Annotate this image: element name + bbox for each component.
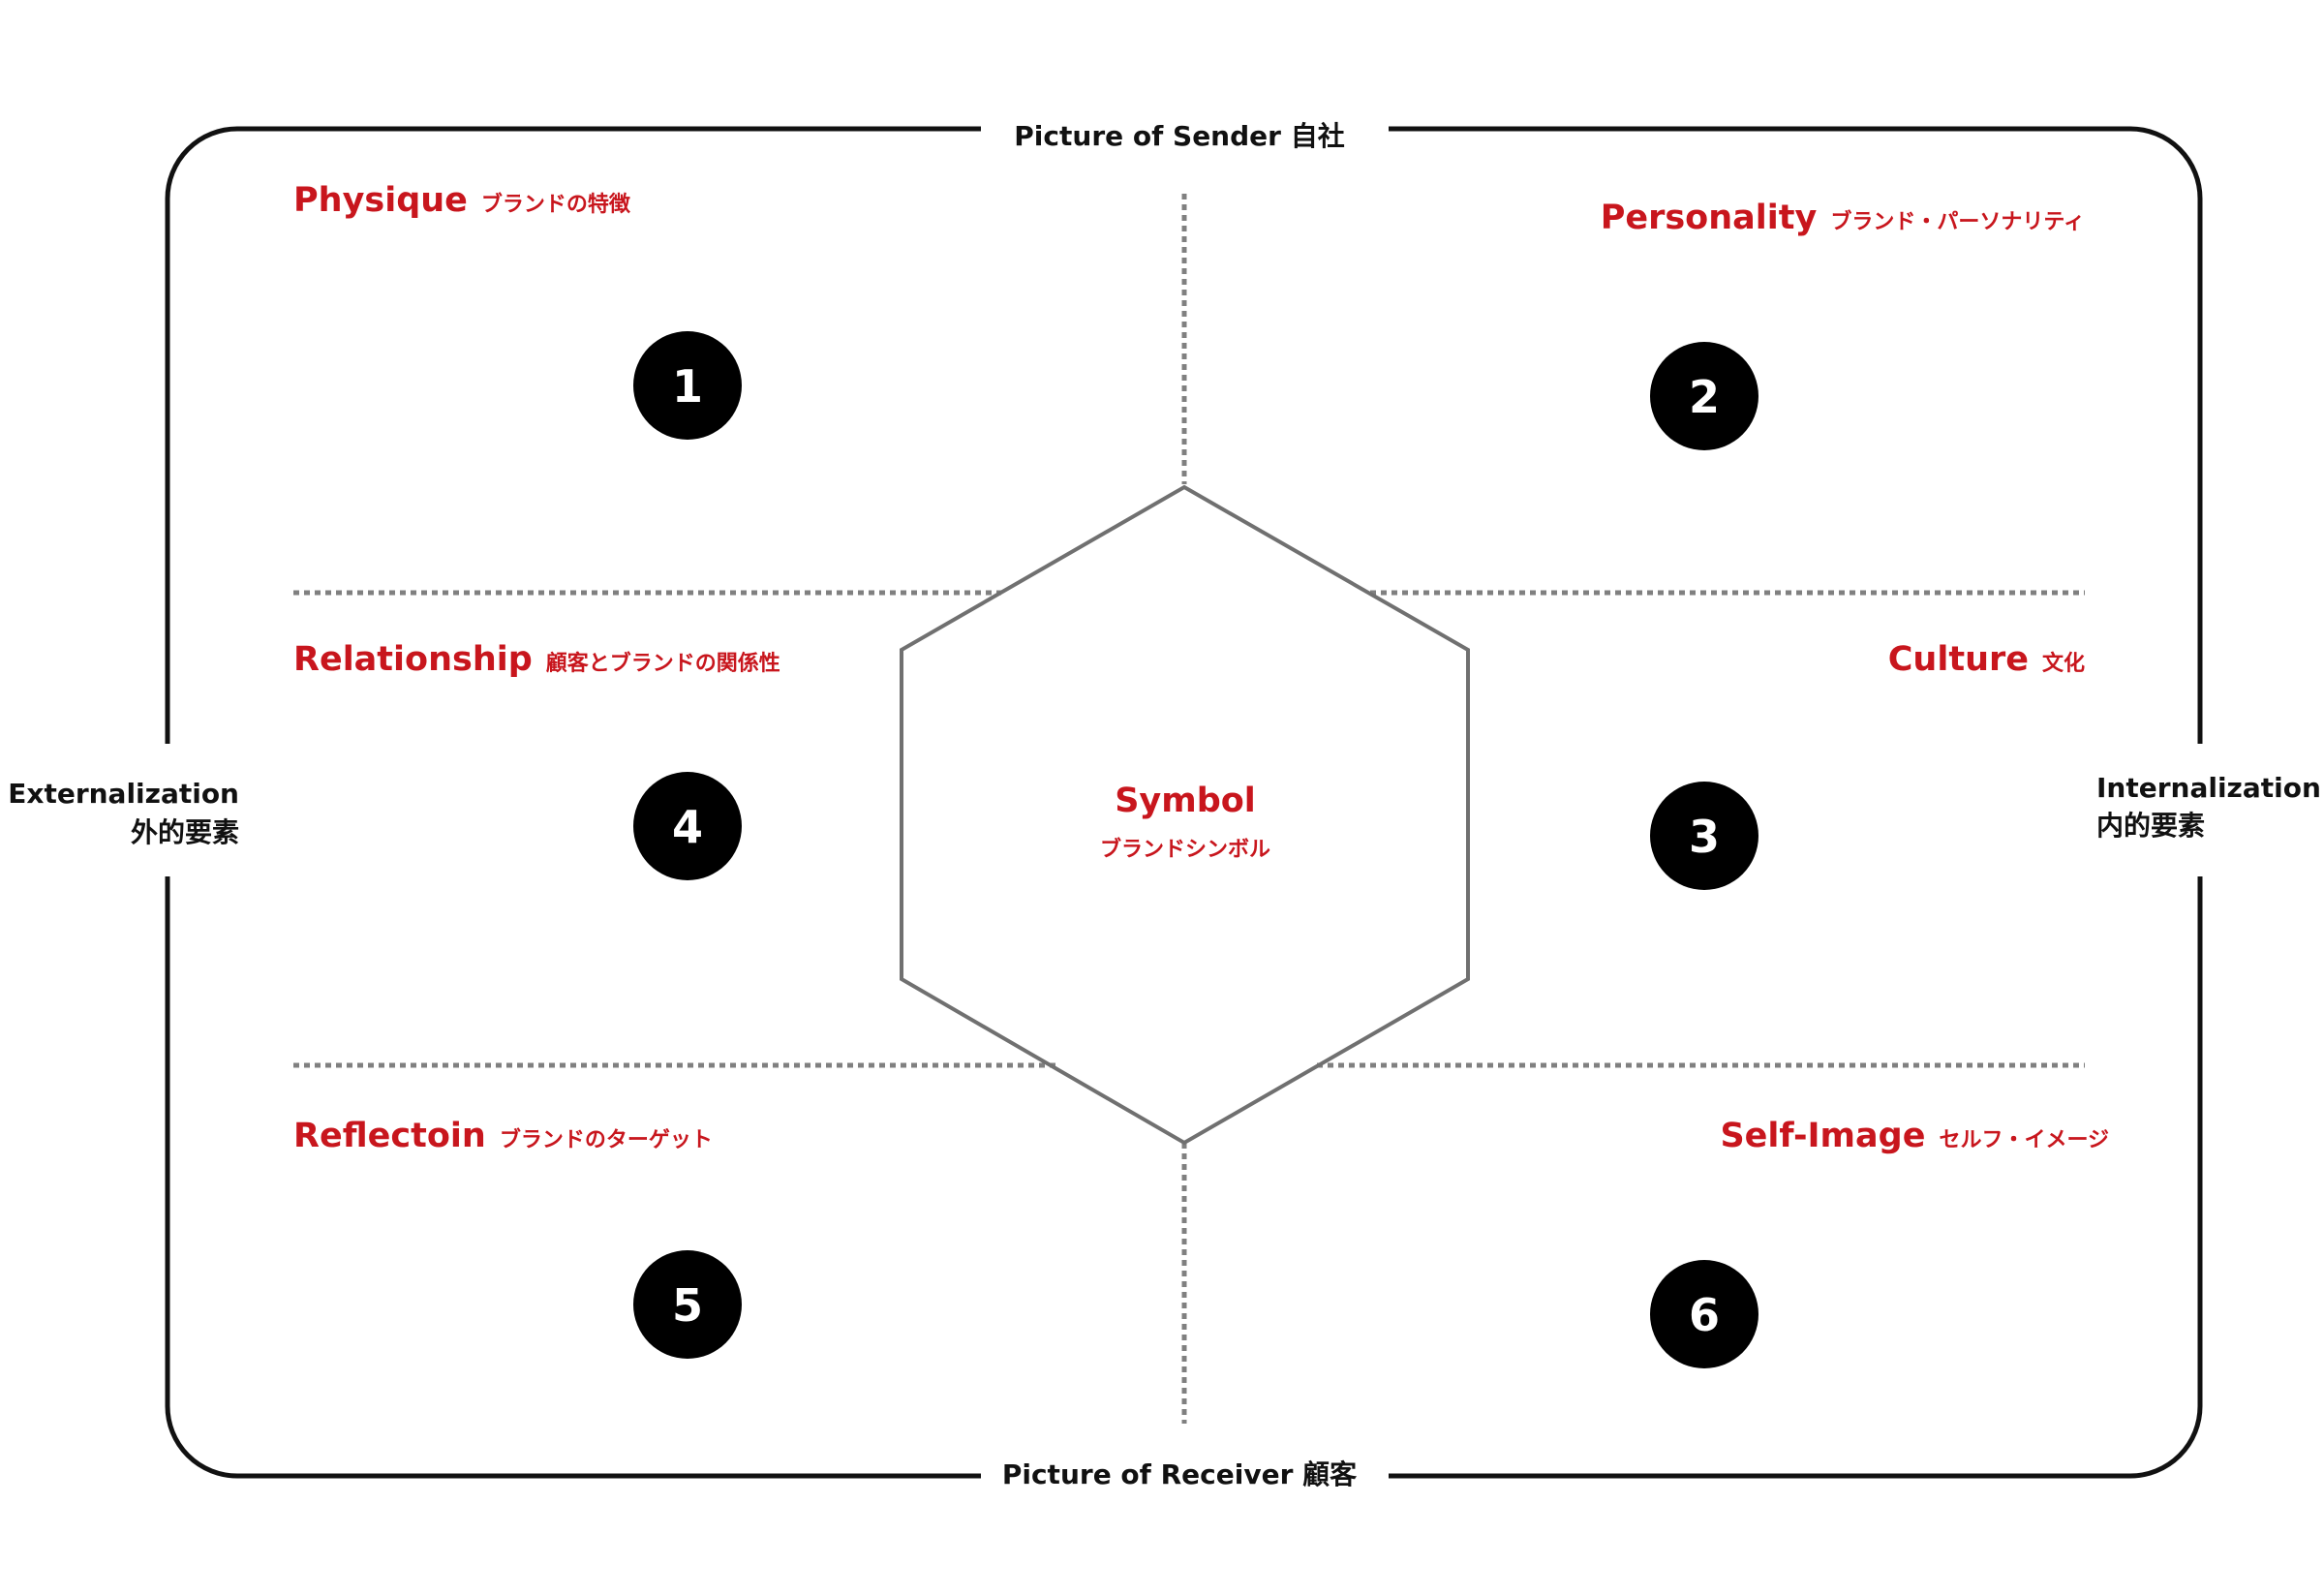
facet-relationship: Relationship 顧客とブランドの関係性 4 (293, 640, 780, 880)
facet-culture: Culture 文化 3 (1650, 640, 2085, 890)
dividers (293, 194, 2085, 1424)
facet-number-badge (1650, 1260, 1758, 1368)
top-axis-label: Picture of Sender 自社 (1014, 120, 1344, 152)
facet-title: Personality ブランド・パーソナリティ (1601, 199, 2085, 237)
symbol-hexagon (900, 484, 1470, 1146)
facet-title: Relationship 顧客とブランドの関係性 (293, 640, 780, 679)
bottom-axis-label: Picture of Receiver 顧客 (1002, 1458, 1358, 1490)
facet-title-ja: ブランド・パーソナリティ (1830, 209, 2085, 234)
facet-title-ja: ブランドの特徴 (481, 192, 631, 217)
facet-title-en: Physique (293, 181, 468, 220)
facet-title-en: Relationship (293, 640, 533, 679)
facet-title: Physique ブランドの特徴 (293, 181, 631, 220)
outer-frame (165, 126, 2203, 1479)
facet-number-badge (1650, 342, 1758, 450)
center-symbol-title: Symbol (1115, 782, 1256, 820)
frame-bottom-left (165, 876, 981, 1479)
facet-title-en: Personality (1601, 199, 1818, 237)
facet-title-en: Reflectoin (293, 1117, 486, 1155)
left-axis-label-ja: 外的要素 (131, 816, 239, 848)
facet-number-badge (633, 772, 742, 880)
facet-title: Reflectoin ブランドのターゲット (293, 1117, 713, 1155)
facet-title-en: Culture (1888, 640, 2029, 679)
facet-title-en: Self-Image (1720, 1117, 1925, 1155)
facet-number-badge (633, 1250, 742, 1359)
facet-number-badge (1650, 782, 1758, 890)
facet-number: 3 (1689, 811, 1720, 863)
facet-title: Culture 文化 (1888, 640, 2085, 679)
frame-bottom-right (1389, 876, 2203, 1479)
facet-self-image: Self-Image セルフ・イメージ 6 (1650, 1117, 2109, 1368)
right-axis-label-en: Internalization (2096, 772, 2321, 804)
facet-number: 6 (1689, 1289, 1720, 1341)
facet-number: 4 (672, 801, 703, 853)
frame-top-left (165, 126, 981, 744)
facet-number: 2 (1689, 371, 1720, 423)
facet-title-ja: 文化 (2042, 651, 2085, 676)
facet-number: 1 (672, 360, 703, 413)
facet-number: 5 (672, 1279, 703, 1332)
facet-title-ja: セルフ・イメージ (1939, 1128, 2109, 1152)
right-axis-label-ja: 内的要素 (2096, 810, 2205, 842)
frame-top-right (1389, 126, 2203, 744)
center-symbol-subtitle: ブランドシンボル (1100, 837, 1270, 862)
facet-physique: Physique ブランドの特徴 1 (293, 181, 742, 440)
facet-number-badge (633, 331, 742, 440)
left-axis-label-en: Externalization (8, 778, 239, 810)
facet-personality: Personality ブランド・パーソナリティ 2 (1601, 199, 2085, 450)
facet-title-ja: 顧客とブランドの関係性 (546, 651, 780, 676)
facet-title: Self-Image セルフ・イメージ (1720, 1117, 2109, 1155)
facet-reflection: Reflectoin ブランドのターゲット 5 (293, 1117, 742, 1359)
facet-title-ja: ブランドのターゲット (500, 1127, 713, 1152)
